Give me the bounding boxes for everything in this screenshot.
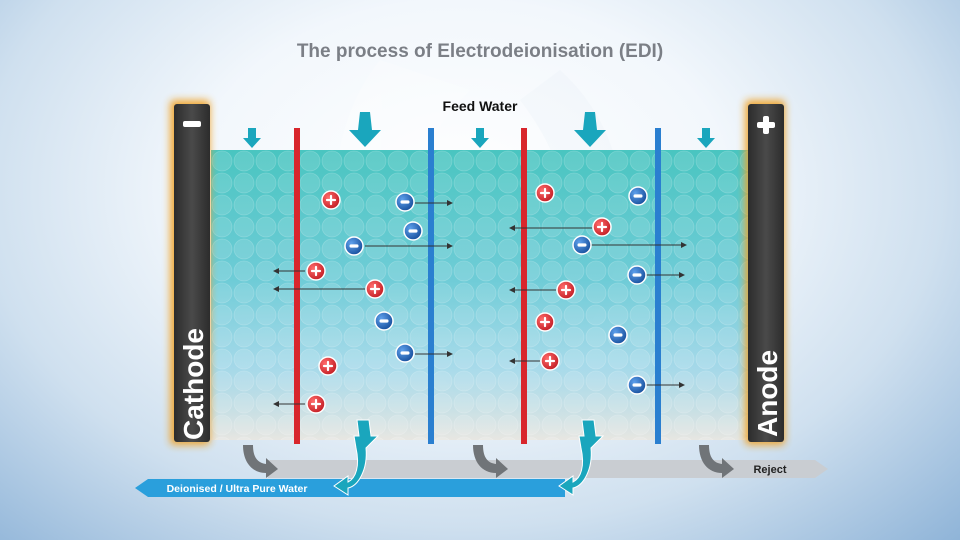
minus-ion-icon [344, 236, 364, 256]
anions [344, 186, 648, 395]
cations [306, 183, 612, 414]
plus-ion-icon [365, 279, 385, 299]
anion-membrane-1 [428, 128, 434, 444]
down-arrow-icon [471, 128, 489, 148]
cation-membrane-2 [521, 128, 527, 444]
minus-ion-icon [608, 325, 628, 345]
plus-sign-icon [757, 116, 775, 134]
plus-ion-icon [540, 351, 560, 371]
anion-membrane-2 [655, 128, 661, 444]
minus-ion-icon [628, 186, 648, 206]
product-stream: Deionised / Ultra Pure Water [135, 479, 565, 497]
product-water-label: Deionised / Ultra Pure Water [167, 483, 308, 495]
plus-ion-icon [318, 356, 338, 376]
down-arrow-icon [574, 112, 606, 147]
plus-ion-icon [592, 217, 612, 237]
feed-inlet-arrows [243, 112, 715, 148]
plus-ion-icon [535, 312, 555, 332]
water-cell [211, 150, 748, 440]
plus-ion-icon [306, 394, 326, 414]
membranes [294, 128, 661, 444]
cathode-electrode: Cathode [170, 100, 210, 445]
down-arrow-icon [243, 128, 261, 148]
plus-ion-icon [556, 280, 576, 300]
curved-arrow-icon [699, 445, 734, 478]
page-title: The process of Electrodeionisation (EDI) [297, 41, 663, 62]
feed-water-label: Feed Water [443, 98, 518, 114]
minus-ion-icon [572, 235, 592, 255]
curved-arrow-icon [333, 419, 380, 496]
minus-ion-icon [403, 221, 423, 241]
minus-sign-icon [183, 121, 201, 127]
cation-membrane-1 [294, 128, 300, 444]
anode-label: Anode [752, 350, 783, 437]
ion-migration-arrows [273, 200, 687, 407]
curved-arrow-icon [243, 445, 278, 478]
curved-arrow-icon [473, 445, 508, 478]
minus-ion-icon [374, 311, 394, 331]
minus-ion-icon [627, 375, 647, 395]
minus-ion-icon [627, 265, 647, 285]
plus-ion-icon [306, 261, 326, 281]
reject-stream: Reject [268, 460, 828, 478]
reject-label: Reject [753, 464, 786, 476]
down-arrow-icon [349, 112, 381, 147]
down-arrow-icon [697, 128, 715, 148]
reject-outlet-arrows [243, 445, 734, 478]
curved-arrow-icon [558, 419, 605, 496]
minus-ion-icon [395, 192, 415, 212]
plus-ion-icon [321, 190, 341, 210]
plus-ion-icon [535, 183, 555, 203]
minus-ion-icon [395, 343, 415, 363]
anode-electrode: Anode [745, 100, 785, 445]
product-outlet-arrows [333, 419, 605, 496]
cathode-label: Cathode [178, 328, 209, 440]
